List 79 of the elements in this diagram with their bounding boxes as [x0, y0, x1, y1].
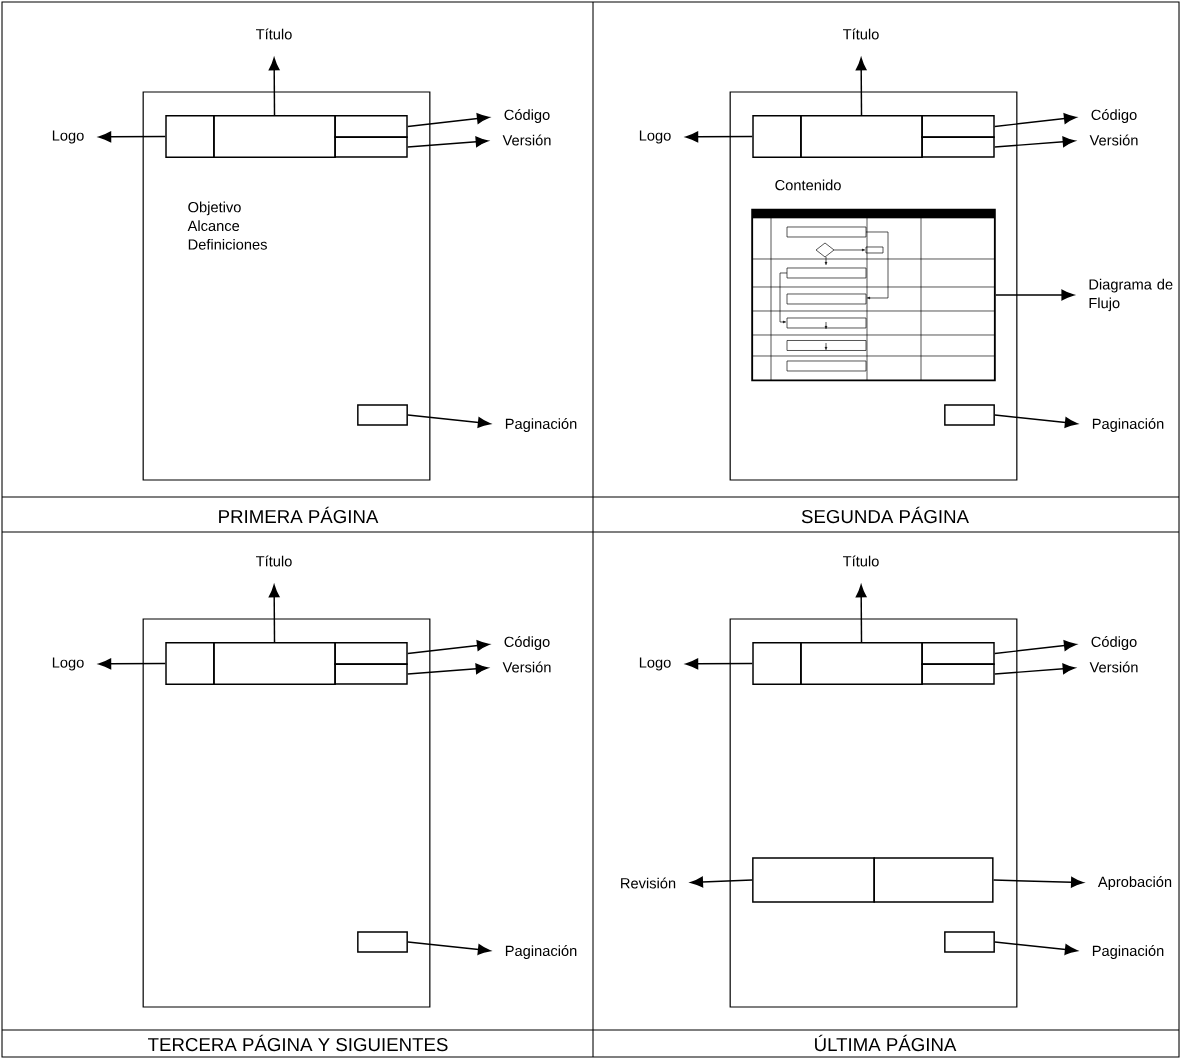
- arrow: [98, 131, 166, 143]
- callout-label: Versión: [1089, 134, 1138, 146]
- header-cell: [752, 115, 802, 158]
- callout-label: Código: [1091, 636, 1137, 650]
- header-cell: [165, 115, 215, 158]
- header-cell: [213, 115, 336, 158]
- header-cell: [921, 663, 995, 685]
- arrow: [407, 663, 489, 675]
- callout-label: Revisión: [621, 877, 676, 889]
- callout-label: Código: [504, 109, 550, 123]
- pagination-box: [357, 404, 408, 426]
- signature-cell: [752, 857, 875, 903]
- header-cell: [921, 136, 995, 158]
- arrow: [685, 131, 753, 143]
- page-outline: [142, 618, 431, 1008]
- body-text: Contenido: [775, 179, 841, 191]
- arrow: [690, 876, 753, 888]
- page-outline: [142, 91, 431, 481]
- callout-label: Paginación: [505, 945, 577, 959]
- page-outline: [729, 618, 1018, 1008]
- arrow: [855, 584, 867, 643]
- callout-label: Logo: [639, 657, 671, 671]
- header-cell: [921, 115, 995, 138]
- arrow: [994, 113, 1077, 128]
- callout-label: Paginación: [505, 418, 577, 432]
- arrow: [407, 414, 491, 428]
- callout-label: Paginación: [1092, 418, 1164, 432]
- header-cell: [334, 642, 408, 665]
- pagination-box: [357, 931, 408, 953]
- callout-label: Título: [256, 555, 292, 567]
- arrow: [407, 640, 490, 655]
- callout-label: Logo: [52, 130, 84, 144]
- caption-text: PRIMERA PÁGINA: [219, 506, 379, 524]
- header-cell: [921, 642, 995, 665]
- signature-cell: [873, 857, 994, 903]
- callout-label: Título: [843, 555, 879, 567]
- caption-text: TERCERA PÁGINA Y SIGUIENTES: [148, 1034, 448, 1052]
- arrow: [407, 941, 491, 955]
- pagination-box: [944, 931, 995, 953]
- arrow: [268, 584, 280, 643]
- callout-label: Versión: [1089, 661, 1138, 673]
- arrow: [268, 57, 280, 116]
- header-cell: [334, 663, 408, 685]
- header-cell: [213, 642, 336, 685]
- arrow: [995, 289, 1075, 301]
- callout-label: Diagrama de Flujo: [1089, 278, 1173, 312]
- arrow: [685, 658, 753, 670]
- pagination-box: [944, 404, 995, 426]
- arrow: [994, 640, 1077, 655]
- callout-label: Título: [843, 28, 879, 40]
- arrow: [855, 57, 867, 116]
- arrow: [994, 136, 1076, 148]
- header-cell: [752, 642, 802, 685]
- callout-label: Código: [504, 636, 550, 650]
- callout-label: Paginación: [1092, 945, 1164, 959]
- caption-text: ÚLTIMA PÁGINA: [815, 1034, 957, 1052]
- callout-label: Versión: [502, 134, 551, 146]
- arrow: [407, 136, 489, 148]
- header-cell: [334, 136, 408, 158]
- arrow: [994, 414, 1078, 428]
- header-cell: [334, 115, 408, 138]
- header-cell: [165, 642, 215, 685]
- callout-label: Código: [1091, 109, 1137, 123]
- callout-label: Logo: [52, 657, 84, 671]
- arrow: [407, 113, 490, 128]
- arrow: [994, 663, 1076, 675]
- arrow: [992, 876, 1084, 888]
- callout-label: Logo: [639, 130, 671, 144]
- header-cell: [800, 115, 923, 158]
- flowchart-table-drawing: [751, 208, 996, 382]
- page-outline: [729, 91, 1018, 481]
- header-cell: [800, 642, 923, 685]
- body-text: Objetivo Alcance Definiciones: [187, 201, 267, 250]
- arrow: [98, 658, 166, 670]
- callout-label: Aprobación: [1097, 876, 1172, 890]
- callout-label: Versión: [502, 661, 551, 673]
- arrow: [994, 941, 1078, 955]
- caption-text: SEGUNDA PÁGINA: [801, 506, 969, 524]
- callout-label: Título: [256, 28, 292, 40]
